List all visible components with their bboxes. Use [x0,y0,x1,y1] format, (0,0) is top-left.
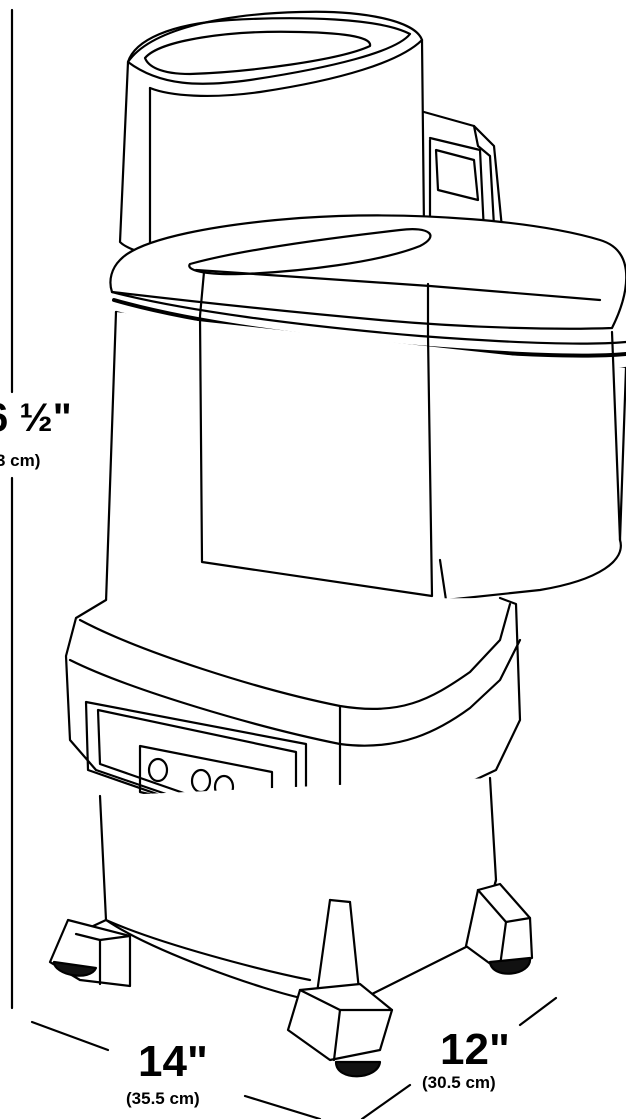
pusher-lever [422,110,504,234]
width-dimension-label: 14" [138,1037,208,1086]
foot-left [48,918,132,988]
depth-dimension-metric: (30.5 cm) [422,1073,496,1092]
depth-dimension-label: 12" [440,1025,510,1074]
power-button [147,757,169,783]
depth-dimension-line [360,996,558,1119]
height-dimension-label: 6 ½" [0,396,72,440]
foot-front [286,982,394,1078]
foot-right [464,882,534,975]
cutting-body [104,270,626,652]
width-dimension-line [30,1020,322,1119]
height-dimension-metric: 3 cm) [0,451,41,470]
width-dimension-metric: (35.5 cm) [126,1089,200,1108]
pedestal [74,776,498,1012]
